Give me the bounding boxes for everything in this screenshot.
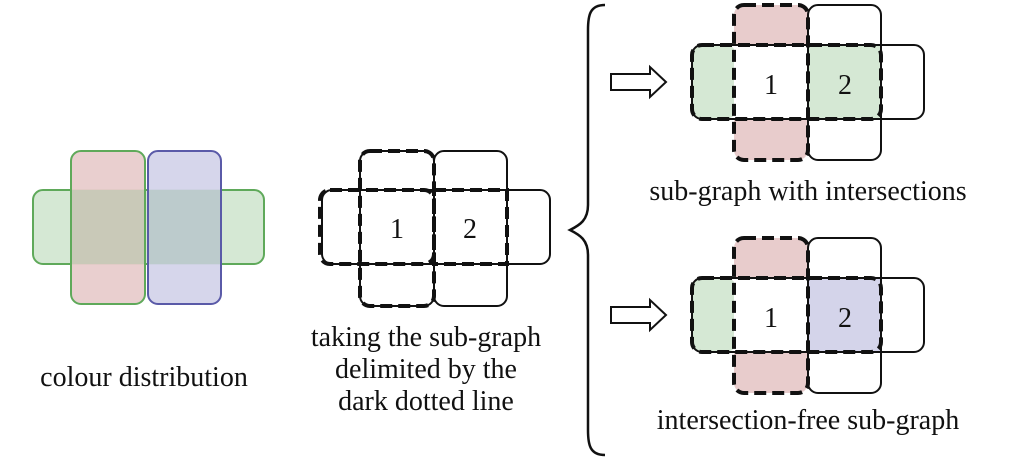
cell-label-1: 1 [764, 70, 778, 101]
caption-taking-subgraph: taking the sub-graph delimited by the da… [280, 322, 572, 418]
caption-line: delimited by the [335, 354, 517, 385]
dotted-boundary-left [318, 188, 436, 266]
intersection-free-subgraph: 1 2 [610, 236, 925, 395]
white-cell-1 [734, 45, 808, 119]
blue-right-cell [808, 278, 881, 352]
subgraph-with-intersections: 1 2 [610, 3, 925, 162]
green-left-cell [692, 278, 736, 352]
dotted-boundary-cell-2 [432, 188, 509, 266]
dotted-boundary-column [732, 236, 810, 395]
cell-label-1: 1 [390, 214, 404, 245]
cell-label-2: 2 [463, 214, 477, 245]
outline-arrow-icon [610, 64, 668, 100]
white-cell-1 [734, 278, 808, 352]
cell-label-2: 2 [838, 303, 852, 334]
red-green-overlap [71, 190, 145, 264]
caption-line: taking the sub-graph [310, 322, 542, 353]
green-right-cell [808, 45, 881, 119]
caption-colour-distribution: colour distribution [40, 362, 248, 393]
dotted-boundary-column [732, 3, 810, 162]
cell-label-1: 1 [764, 303, 778, 334]
colour-distribution-graph [32, 150, 265, 305]
caption-with-intersections: sub-graph with intersections [649, 176, 967, 207]
caption-line: dark dotted line [338, 386, 514, 417]
curly-brace [567, 3, 606, 457]
blue-green-overlap [148, 190, 221, 264]
green-left-cell [692, 45, 736, 119]
caption-intersection-free: intersection-free sub-graph [656, 405, 960, 436]
cell-label-2: 2 [838, 70, 852, 101]
subgraph-selection-graph: 1 2 [318, 149, 551, 308]
outline-arrow-icon [610, 297, 668, 333]
